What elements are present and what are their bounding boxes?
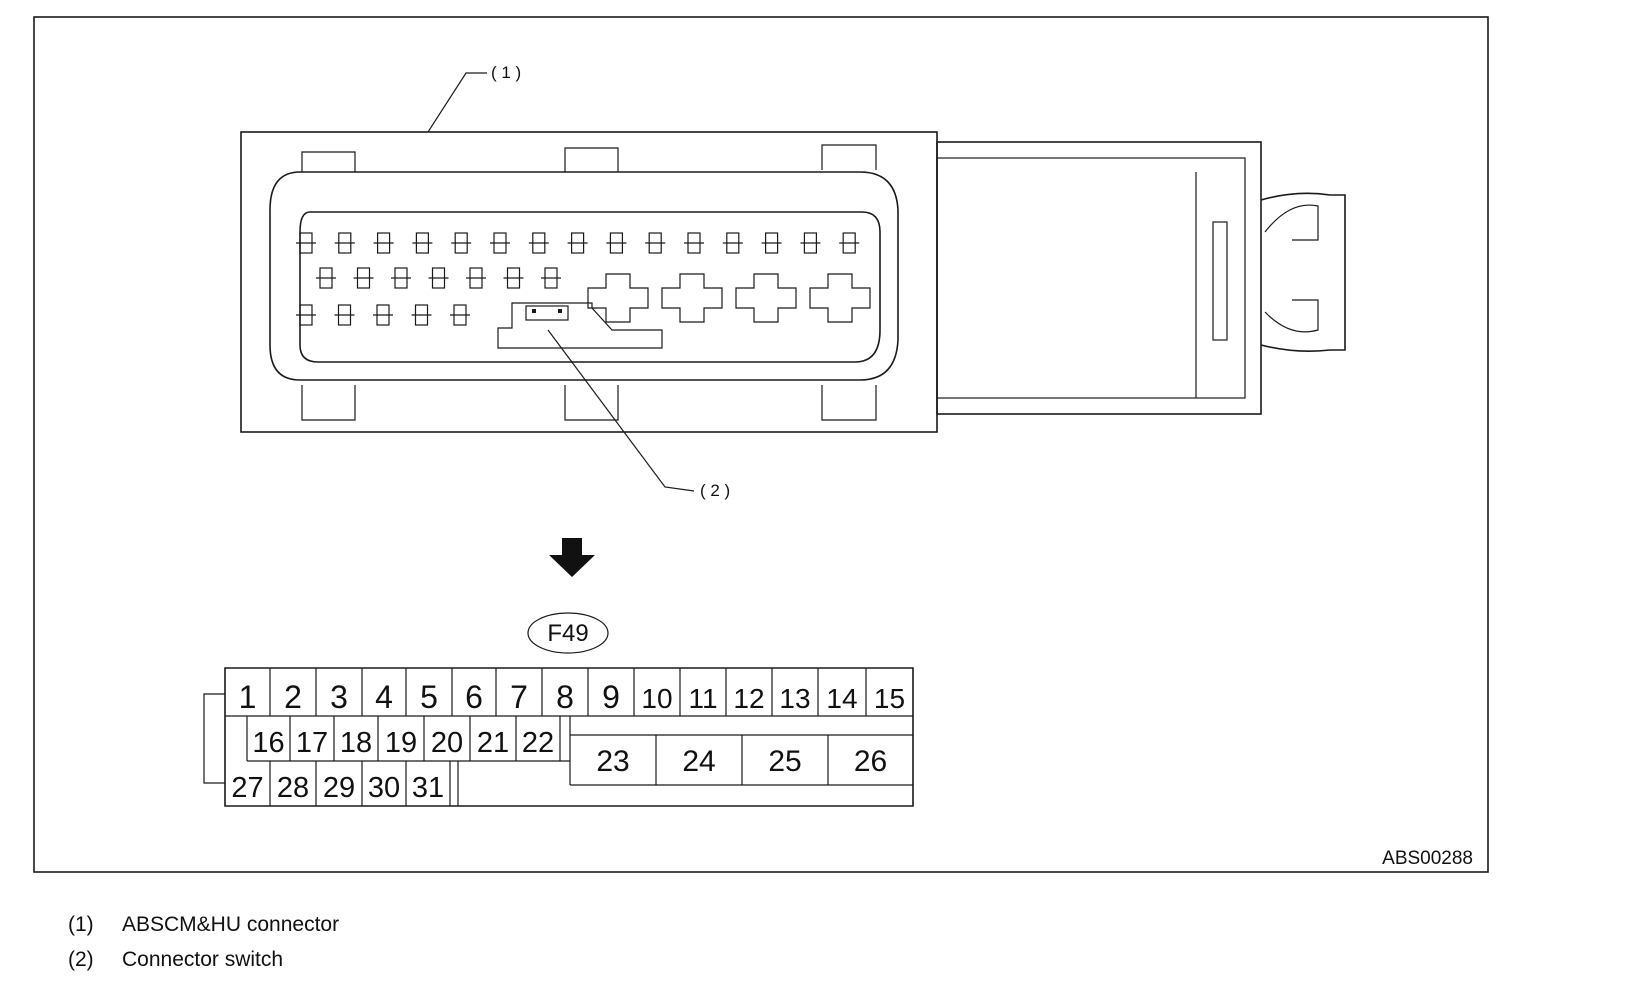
large-terminal-cavities [587,273,871,323]
callout-2-leader [547,329,695,492]
legend-text: Connector switch [122,948,284,971]
large-cavity [661,273,723,323]
pin-cavity [316,267,336,289]
pin-number: 16 [252,727,284,759]
pin-number: 13 [779,683,810,714]
pin-number: 26 [854,745,887,778]
pin-cavity-row-2 [316,267,561,289]
pin-number: 31 [412,772,444,804]
pin-number: 9 [602,679,620,715]
legend-number: (2) [68,948,94,971]
pin-number: 28 [277,772,309,804]
pin-cavity [503,267,524,289]
pin-number: 30 [368,772,400,804]
pin-number: 3 [330,679,348,715]
pin-cavity-row-1 [296,232,860,254]
pin-number: 11 [688,683,717,714]
callout-1-label: ( 1 ) [491,63,521,82]
callout-2-label: ( 2 ) [700,481,730,500]
callout-1-leader [427,72,487,133]
pin-cavity [645,232,666,254]
pin-cavity [296,232,316,254]
pin-number: 21 [477,727,509,759]
pin-cavity [334,232,355,254]
pin-number: 17 [296,727,328,759]
pin-cavity [684,232,704,254]
pin-cavity [353,267,374,289]
pin-number: 5 [420,679,438,715]
figure-id: ABS00288 [1382,848,1473,869]
pin-cavity [391,267,411,289]
pin-cavity [528,232,549,254]
pin-cavity [541,267,561,289]
pin-cavity [450,304,470,326]
pin-number: 27 [231,772,263,804]
pin-number: 12 [733,683,764,714]
connector-switch [497,302,663,349]
pin-cavity [466,267,486,289]
large-cavity [587,273,649,323]
pin-number: 29 [323,772,355,804]
pin-cavity [567,232,588,254]
pin-cavity [606,232,627,254]
pin-number: 14 [826,683,857,714]
pin-number: 25 [768,745,801,778]
pin-cavity [839,232,860,254]
large-cavity [809,273,871,323]
pin-cavity [373,232,394,254]
pin-number: 18 [340,727,372,759]
pin-cavity [373,304,393,326]
pin-number: 7 [510,679,528,715]
legend-item-1: (1) ABSCM&HU connector [68,913,339,937]
pin-cavity [334,304,355,326]
pin-cavity-row-3 [296,304,470,326]
pin-number: 10 [641,683,672,714]
pin-number: 8 [556,679,574,715]
connector-code: F49 [547,620,588,647]
pin-cavity [412,232,433,254]
pin-number: 24 [682,745,715,778]
pin-cavity [722,232,743,254]
pin-cavity [490,232,510,254]
pin-cavity [761,232,782,254]
pin-number: 20 [431,727,463,759]
pin-number: 22 [522,727,554,759]
pin-cavity [800,232,821,254]
large-cavity [735,273,797,323]
connector-code-ellipse [527,612,609,654]
pin-cavity [411,304,432,326]
pin-number: 19 [385,727,417,759]
pin-number: 1 [239,679,257,715]
pin-number: 2 [284,679,302,715]
figure-frame [33,16,1489,873]
legend-text: ABSCM&HU connector [122,913,340,936]
pin-cavity [451,232,472,254]
pin-cavity [296,304,316,326]
pin-number: 23 [596,745,629,778]
pin-number: 6 [465,679,483,715]
down-arrow-icon [549,538,595,577]
pin-cavity [428,267,449,289]
abscm-hu-connector [240,131,1346,433]
pin-number: 4 [375,679,393,715]
pin-number: 15 [874,683,905,714]
legend-item-2: (2) Connector switch [68,948,283,972]
legend-number: (1) [68,913,94,936]
